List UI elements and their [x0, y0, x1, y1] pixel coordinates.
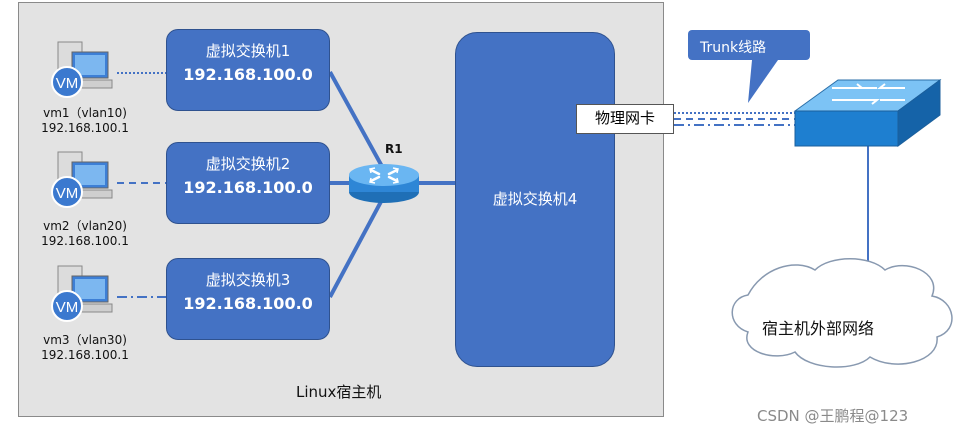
vm3-name: vm3（vlan30) [43, 333, 127, 347]
physical-nic: 物理网卡 [576, 104, 674, 134]
vm2-badge-text: VM [56, 185, 79, 202]
vm2-ip: 192.168.100.1 [41, 234, 129, 248]
watermark: CSDN @王鹏程@123 [757, 407, 909, 425]
virtual-switch-4-name: 虚拟交换机4 [492, 190, 578, 208]
linux-host-label: Linux宿主机 [296, 383, 382, 401]
vm3-badge-text: VM [56, 299, 79, 316]
virtual-switch-1: 虚拟交换机1 192.168.100.0 [166, 29, 330, 111]
vm2-label: vm2（vlan20) 192.168.100.1 [25, 219, 145, 249]
vm2-name: vm2（vlan20) [43, 219, 127, 233]
external-network-label: 宿主机外部网络 [762, 319, 875, 338]
virtual-switch-3-ip: 192.168.100.0 [183, 294, 313, 313]
virtual-switch-1-name: 虚拟交换机1 [205, 42, 291, 60]
vm1-computer-icon [51, 41, 113, 98]
vm1-ip: 192.168.100.1 [41, 121, 129, 135]
vm1-name: vm1（vlan10) [43, 106, 127, 120]
trunk-label: Trunk线路 [700, 40, 767, 56]
virtual-switch-2: 虚拟交换机2 192.168.100.0 [166, 142, 330, 224]
vm3-ip: 192.168.100.1 [41, 348, 129, 362]
vm2-computer-icon [51, 151, 113, 208]
vm1-badge-text: VM [56, 75, 79, 92]
virtual-switch-4: 虚拟交换机4 [455, 32, 615, 367]
virtual-switch-3-name: 虚拟交换机3 [205, 271, 291, 289]
virtual-switch-2-name: 虚拟交换机2 [205, 155, 291, 173]
vm1-label: vm1（vlan10) 192.168.100.1 [25, 106, 145, 136]
vm3-label: vm3（vlan30) 192.168.100.1 [25, 333, 145, 363]
virtual-switch-3: 虚拟交换机3 192.168.100.0 [166, 258, 330, 340]
cloud-shape [731, 258, 953, 368]
vsw1-router-link [328, 71, 386, 171]
virtual-switch-2-ip: 192.168.100.0 [183, 178, 313, 197]
router-icon [349, 164, 419, 203]
vm3-computer-icon [51, 265, 113, 322]
physical-switch-icon [793, 79, 942, 147]
trunk-callout [688, 30, 810, 103]
vsw3-router-link [328, 195, 386, 298]
router-label: R1 [385, 142, 403, 156]
virtual-switch-1-ip: 192.168.100.0 [183, 65, 313, 84]
